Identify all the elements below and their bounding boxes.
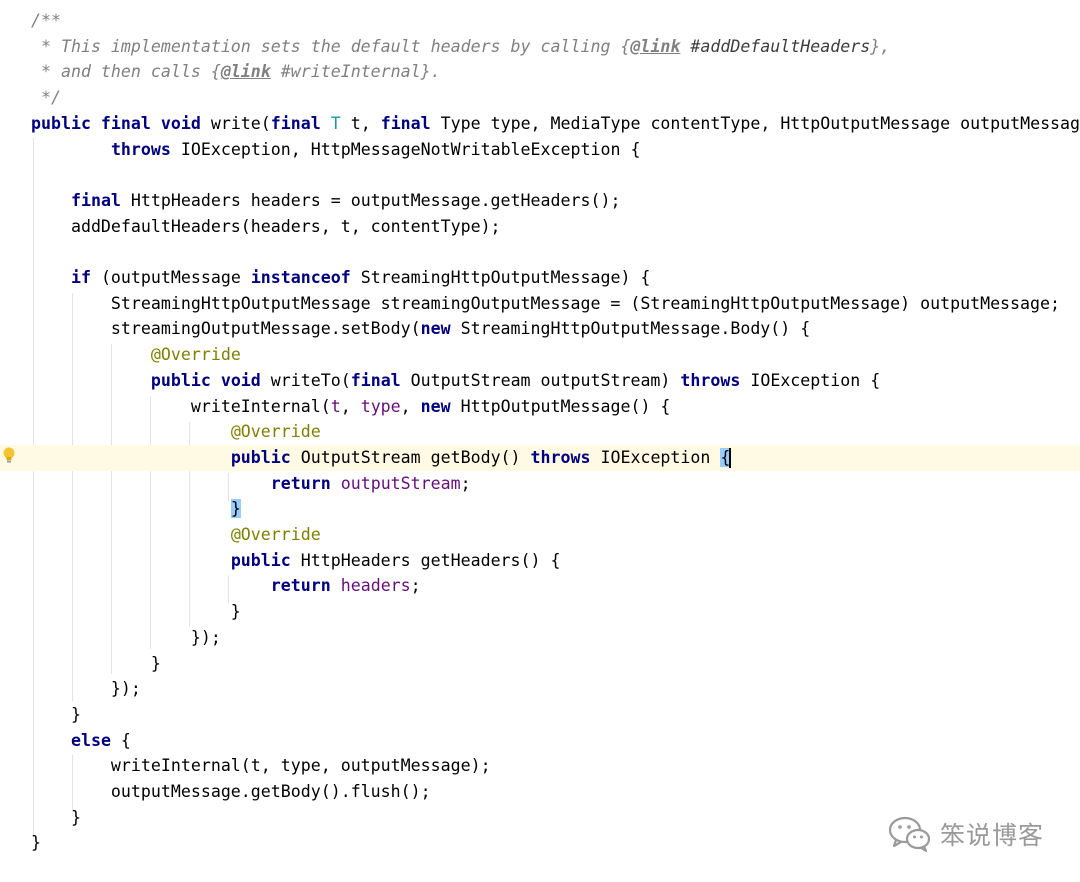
indent-guide (72, 755, 73, 810)
code-line[interactable]: return outputStream; (0, 471, 1080, 497)
matched-brace: } (230, 499, 241, 519)
code-text: addDefaultHeaders(headers, t, contentTyp… (31, 216, 501, 236)
current-code-line[interactable]: public OutputStream getBody() throws IOE… (0, 444, 1080, 471)
indent-guide (189, 422, 190, 627)
code-text: } (31, 496, 241, 522)
code-text: /** (31, 11, 61, 30)
code-text: */ (31, 88, 61, 108)
matched-brace: { (720, 447, 731, 467)
code-text: if (outputMessage instanceof StreamingHt… (70, 268, 651, 287)
code-line[interactable] (0, 162, 1080, 188)
code-line[interactable]: addDefaultHeaders(headers, t, contentTyp… (0, 214, 1080, 240)
code-line[interactable]: return headers; (0, 573, 1080, 599)
code-line[interactable]: streamingOutputMessage.setBody(new Strea… (0, 316, 1080, 342)
intention-bulb-icon[interactable] (3, 447, 15, 465)
code-text: return outputStream; (270, 473, 471, 493)
code-line[interactable]: * This implementation sets the default h… (0, 34, 1080, 60)
code-line[interactable]: */ (0, 85, 1080, 111)
wechat-icon (888, 816, 931, 853)
code-line[interactable]: }); (0, 676, 1080, 702)
code-line[interactable]: } (0, 651, 1080, 677)
code-text: } (31, 807, 81, 827)
code-line[interactable]: public HttpHeaders getHeaders() { (0, 548, 1080, 574)
code-line[interactable]: } (0, 599, 1080, 625)
watermark: 笨说博客 (888, 814, 1044, 854)
code-text: StreamingHttpOutputMessage streamingOutp… (31, 293, 1060, 313)
code-line[interactable]: writeInternal(t, type, new HttpOutputMes… (0, 394, 1080, 420)
code-line[interactable]: final HttpHeaders headers = outputMessag… (0, 188, 1080, 214)
code-text: public void writeTo(final OutputStream o… (150, 370, 881, 390)
indent-guide (72, 293, 73, 701)
code-line[interactable]: * and then calls {@link #writeInternal}. (0, 59, 1080, 85)
code-line[interactable]: StreamingHttpOutputMessage streamingOutp… (0, 291, 1080, 317)
code-line[interactable]: throws IOException, HttpMessageNotWritab… (0, 137, 1080, 163)
code-text: @Override (230, 422, 321, 442)
code-line[interactable]: } (0, 830, 1080, 856)
code-line[interactable]: if (outputMessage instanceof StreamingHt… (0, 265, 1080, 291)
code-line[interactable]: @Override (0, 419, 1080, 445)
code-text: streamingOutputMessage.setBody(new Strea… (31, 319, 811, 339)
code-line[interactable]: /** (0, 8, 1080, 34)
code-line[interactable]: public void writeTo(final OutputStream o… (0, 368, 1080, 394)
indent-guide (228, 473, 229, 501)
code-text: }); (31, 679, 141, 699)
code-text: final HttpHeaders headers = outputMessag… (70, 190, 621, 210)
code-line[interactable]: } (0, 702, 1080, 728)
code-line[interactable]: } (0, 496, 1080, 522)
code-text: return headers; (270, 576, 421, 596)
code-line[interactable]: } (0, 805, 1080, 831)
code-text: * This implementation sets the default h… (31, 36, 891, 56)
code-line[interactable] (0, 239, 1080, 265)
code-text: @Override (150, 345, 241, 365)
code-line[interactable]: @Override (0, 342, 1080, 368)
code-line[interactable]: outputMessage.getBody().flush(); (0, 779, 1080, 805)
code-text: public HttpHeaders getHeaders() { (230, 550, 561, 570)
code-text: outputMessage.getBody().flush(); (31, 782, 431, 801)
indent-guide (150, 396, 151, 649)
code-text: } (31, 704, 81, 724)
code-text: writeInternal(t, type, outputMessage); (31, 756, 491, 776)
indent-guide (33, 138, 34, 838)
code-text: } (31, 833, 41, 853)
code-line[interactable]: @Override (0, 522, 1080, 548)
code-text: writeInternal(t, type, new HttpOutputMes… (31, 396, 671, 416)
code-text: * and then calls {@link #writeInternal}. (31, 62, 441, 82)
watermark-text: 笨说博客 (940, 821, 1045, 850)
code-text: } (31, 602, 241, 622)
code-text: public final void write(final T t, final… (31, 113, 1080, 133)
code-text: @Override (230, 525, 321, 544)
text-caret (729, 448, 732, 469)
code-line[interactable]: }); (0, 625, 1080, 651)
code-text: else { (70, 730, 131, 750)
code-text: }); (31, 627, 221, 647)
indent-guide (228, 575, 229, 603)
code-text: } (31, 653, 161, 673)
code-text: throws IOException, HttpMessageNotWritab… (110, 139, 641, 159)
code-line[interactable]: public final void write(final T t, final… (0, 111, 1080, 137)
code-text: public OutputStream getBody() throws IOE… (230, 447, 732, 469)
code-line[interactable]: writeInternal(t, type, outputMessage); (0, 753, 1080, 779)
indent-guide (111, 344, 112, 674)
code-line[interactable]: else { (0, 728, 1080, 754)
